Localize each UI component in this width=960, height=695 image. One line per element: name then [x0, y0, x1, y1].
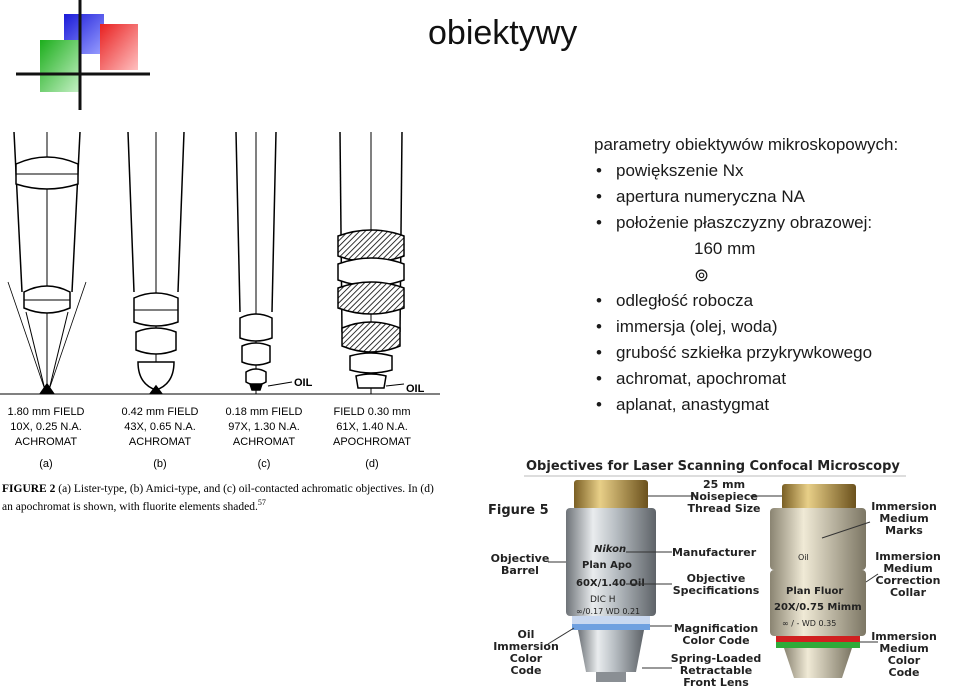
- figure2-caption: FIGURE 2 (a) Lister-type, (b) Amici-type…: [2, 482, 442, 514]
- figure5-label: Figure 5: [488, 503, 549, 518]
- bullet-immersion: immersja (olej, woda): [594, 314, 960, 340]
- bullet-coverslip-thickness: grubość szkiełka przykrywkowego: [594, 340, 960, 366]
- callout-mag-2: Color Code: [682, 634, 749, 647]
- diagram-b-amici: [127, 132, 185, 395]
- oil-label-d: OIL: [406, 383, 425, 395]
- diagram-a-lister: [7, 132, 87, 395]
- c-line1: 0.18 mm FIELD: [225, 406, 302, 418]
- logo-green-square: [40, 40, 80, 92]
- parameters-heading: parametry obiektywów mikroskopowych:: [594, 135, 899, 154]
- callout-imm-color-2: Medium: [879, 642, 928, 655]
- d-tag: (d): [365, 458, 378, 470]
- callout-oil-1: Oil: [518, 628, 535, 641]
- lens1-wd: ∞/0.17 WD 0.21: [576, 607, 640, 616]
- bullet-working-distance: odległość robocza: [594, 288, 960, 314]
- a-line1: 1.80 mm FIELD: [7, 406, 84, 418]
- diagram-d-apochromat: [337, 132, 405, 394]
- callout-imm-color-1: Immersion: [871, 630, 937, 643]
- callout-mag-1: Magnification: [674, 622, 758, 635]
- callout-collar-1: Immersion: [875, 550, 941, 563]
- lens2-wd: ∞ / - WD 0.35: [782, 619, 836, 628]
- callout-spring-2: Retractable: [680, 664, 752, 677]
- slide-title: obiektywy: [428, 14, 578, 52]
- oil-label-c: OIL: [294, 377, 313, 389]
- d-line1: FIELD 0.30 mm: [333, 406, 410, 418]
- d-line3: APOCHROMAT: [333, 436, 411, 448]
- bullet-achromat: achromat, apochromat: [594, 366, 960, 392]
- a-line3: ACHROMAT: [15, 436, 77, 448]
- bullet-magnification: powiększenie Nx: [594, 158, 960, 184]
- callout-manufacturer: Manufacturer: [672, 546, 757, 559]
- callout-imm-color-3: Color: [888, 654, 921, 667]
- logo-red-square: [100, 24, 138, 70]
- lens1-brand: Nikon: [594, 544, 626, 555]
- lens1-mag: 60X/1.40 Oil: [576, 578, 645, 589]
- figure2-caption-ref: 57: [257, 498, 266, 507]
- c-line3: ACHROMAT: [233, 436, 295, 448]
- callout-collar-4: Collar: [890, 586, 927, 599]
- callout-spec-2: Specifications: [673, 584, 760, 597]
- callout-spring-1: Spring-Loaded: [671, 652, 761, 665]
- callout-noisepiece-2: Noisepiece: [690, 490, 758, 503]
- figure-confocal-objectives: Objectives for Laser Scanning Confocal M…: [486, 452, 956, 690]
- parameters-list: parametry obiektywów mikroskopowych: pow…: [594, 132, 960, 418]
- callout-collar-3: Correction: [876, 574, 941, 587]
- b-line3: ACHROMAT: [129, 436, 191, 448]
- figure2-caption-label: FIGURE 2: [2, 483, 56, 495]
- callout-oil-4: Code: [511, 664, 542, 677]
- objective-plan-fluor: Oil Plan Fluor 20X/0.75 Mimm ∞ / - WD 0.…: [770, 484, 866, 678]
- c-tag: (c): [258, 458, 271, 470]
- figure2-caption-text: (a) Lister-type, (b) Amici-type, and (c)…: [2, 483, 434, 513]
- callout-spring-3: Front Lens: [683, 676, 749, 689]
- callout-collar-2: Medium: [883, 562, 932, 575]
- objective-nikon: Nikon Plan Apo 60X/1.40 Oil DIC H ∞/0.17…: [566, 480, 656, 682]
- bullet-image-plane: położenie płaszczyzny obrazowej:: [594, 210, 960, 236]
- b-tag: (b): [153, 458, 166, 470]
- d-line2: 61X, 1.40 N.A.: [336, 421, 408, 433]
- callout-marks-1: Immersion: [871, 500, 937, 513]
- a-tag: (a): [39, 458, 52, 470]
- figure-objective-diagrams: OIL OIL 1.80 mm FIELD 10X, 0.25 N.A. ACH…: [0, 132, 440, 512]
- bullet-numerical-aperture: apertura numeryczna NA: [594, 184, 960, 210]
- callout-marks-2: Medium: [879, 512, 928, 525]
- lens2-oil: Oil: [798, 553, 809, 562]
- callout-imm-color-4: Code: [889, 666, 920, 679]
- diagram-c-oil-achromat: [235, 132, 293, 394]
- callout-marks-3: Marks: [885, 524, 923, 537]
- callout-oil-2: Immersion: [493, 640, 559, 653]
- infinity-symbol-icon: ⊚: [694, 265, 710, 285]
- figure5-title: Objectives for Laser Scanning Confocal M…: [526, 459, 900, 474]
- lens1-dic: DIC H: [590, 595, 616, 605]
- slide-logo: [16, 0, 150, 110]
- lens1-type: Plan Apo: [582, 560, 632, 571]
- a-line2: 10X, 0.25 N.A.: [10, 421, 82, 433]
- callout-noisepiece-3: Thread Size: [688, 502, 761, 515]
- bullet-aplanat: aplanat, anastygmat: [594, 392, 960, 418]
- callout-spec-1: Objective: [687, 572, 746, 585]
- c-line2: 97X, 1.30 N.A.: [228, 421, 300, 433]
- lens2-type: Plan Fluor: [786, 586, 843, 597]
- callout-oil-3: Color: [510, 652, 543, 665]
- callout-barrel-2: Barrel: [501, 564, 539, 577]
- lens2-mag: 20X/0.75 Mimm: [774, 602, 862, 613]
- callout-noisepiece-1: 25 mm: [703, 478, 745, 491]
- b-line2: 43X, 0.65 N.A.: [124, 421, 196, 433]
- b-line1: 0.42 mm FIELD: [121, 406, 198, 418]
- callout-barrel-1: Objective: [491, 552, 550, 565]
- image-plane-value: 160 mm: [694, 239, 756, 258]
